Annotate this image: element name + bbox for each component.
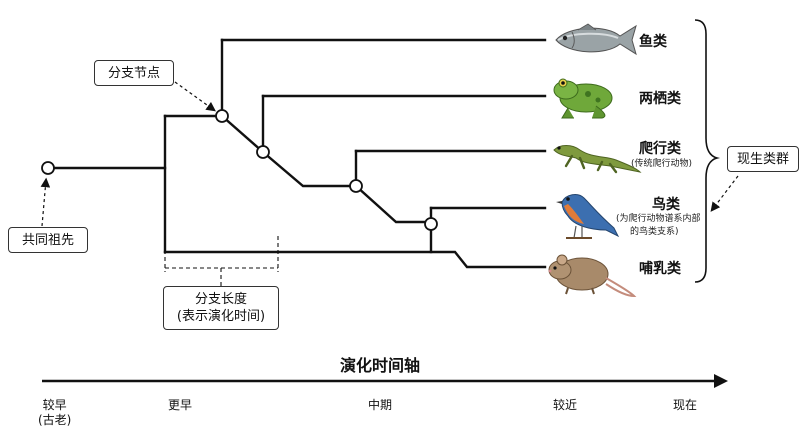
node3-to-node4 [354,184,433,224]
axis-tick-earliest-line1: 较早 [42,398,67,412]
node1-to-node2 [220,114,265,154]
branch-node-callout: 分支节点 [94,60,174,86]
axis-tick-earlier: 更早 [168,398,193,412]
taxon-label-fish: 鱼类 [639,34,667,50]
axis-tick-present: 现在 [673,398,698,412]
taxon-sub-reptile: (传统爬行动物) [631,159,693,169]
modern-groups-brace [694,19,721,283]
modern-groups-pointer [710,175,739,212]
branch-node-pointer [174,81,216,112]
branch-node-1 [215,109,229,123]
branch-length-label-line2: (表示演化时间) [176,309,266,324]
branch-node-label: 分支节点 [107,65,160,81]
taxon-label-mammal: 哺乳类 [639,261,681,277]
mammal-branch [163,250,547,269]
axis-tick-recent: 较近 [553,398,578,412]
branch-length-callout: 分支长度 (表示演化时间) [163,286,279,330]
taxon-sub-bird-line2: 的鸟类支系) [630,227,679,237]
taxon-sub-bird-line1: (为爬行动物谱系内部 [616,214,701,224]
branch-node-4 [424,217,438,231]
fish-icon [555,23,637,56]
taxon-label-reptile: 爬行类 [639,141,681,157]
ancestor-pointer [40,177,51,227]
ancestor-node [41,161,55,175]
modern-groups-callout: 现生类群 [727,146,799,172]
branch-node-2 [256,145,270,159]
bird-icon [556,194,620,239]
axis-tick-middle: 中期 [368,398,393,412]
modern-groups-label: 现生类群 [736,151,789,167]
taxon-label-amphibian: 两栖类 [639,91,681,107]
axis-tick-earliest: 较早 (古老) [38,398,71,428]
axis-title: 演化时间轴 [340,356,421,375]
branch-length-label-line1: 分支长度 [194,292,247,307]
mouse-icon [548,254,637,298]
node2-to-node3 [261,150,358,188]
common-ancestor-label: 共同祖先 [21,232,74,248]
branch-length-bracket [164,236,279,286]
time-axis-arrowhead [714,374,728,388]
lizard-icon [553,145,642,174]
branch-node-3 [349,179,363,193]
common-ancestor-callout: 共同祖先 [8,227,88,253]
taxon-label-bird: 鸟类 [652,197,680,213]
tree-nodes [41,109,438,231]
axis-tick-earliest-line2: (古老) [38,413,72,427]
frog-icon [553,78,613,119]
